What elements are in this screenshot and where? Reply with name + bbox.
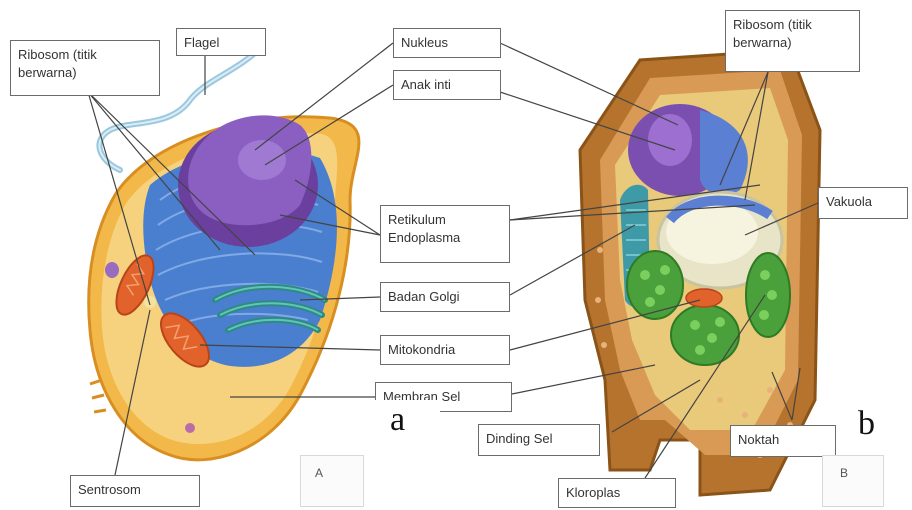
label-ribosom-right: Ribosom (titik berwarna)	[725, 10, 860, 72]
chloroplast-1	[627, 251, 683, 319]
panel-tag-box-left	[300, 455, 364, 507]
label-sentrosom: Sentrosom	[70, 475, 200, 507]
plant-mitochondrion	[686, 289, 722, 307]
label-retikulum-endoplasma: Retikulum Endoplasma	[380, 205, 510, 263]
animal-cell	[89, 46, 359, 460]
label-anak-inti: Anak inti	[393, 70, 501, 100]
panel-letter-a: a	[356, 400, 440, 444]
label-nukleus: Nukleus	[393, 28, 501, 58]
nucleolus	[238, 140, 286, 180]
label-dinding-sel: Dinding Sel	[478, 424, 600, 456]
label-kloroplas: Kloroplas	[558, 478, 676, 508]
lysosome	[105, 262, 119, 278]
label-ribosom-left: Ribosom (titik berwarna)	[10, 40, 160, 96]
centrosome-dot	[144, 296, 156, 308]
panel-letter-b: b	[858, 404, 898, 448]
label-noktah: Noktah	[730, 425, 836, 457]
label-flagel: Flagel	[176, 28, 266, 56]
label-mitokondria: Mitokondria	[380, 335, 510, 365]
chloroplast-3	[746, 253, 790, 337]
panel-tag-box-right	[822, 455, 884, 507]
label-badan-golgi: Badan Golgi	[380, 282, 510, 312]
panel-tag-right: B	[840, 466, 848, 480]
chloroplast-2	[671, 305, 739, 365]
label-vakuola: Vakuola	[818, 187, 908, 219]
panel-tag-left: A	[315, 466, 323, 480]
